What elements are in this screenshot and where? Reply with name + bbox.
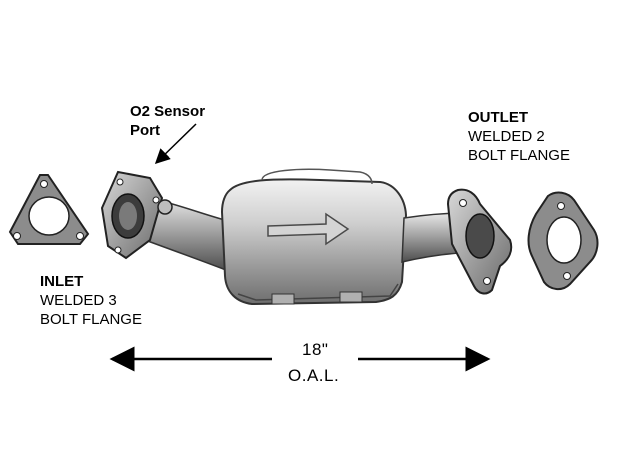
- outlet-flange: [446, 188, 513, 295]
- length-label: O.A.L.: [288, 366, 340, 385]
- length-value: 18": [302, 340, 329, 359]
- inlet-line1: WELDED 3: [40, 292, 117, 309]
- inlet-title: INLET: [40, 273, 84, 290]
- sensor-label-line1: O2 Sensor: [130, 103, 206, 120]
- inlet-line2: BOLT FLANGE: [40, 311, 142, 328]
- outlet-line1: WELDED 2: [468, 128, 545, 145]
- outlet-line2: BOLT FLANGE: [468, 147, 570, 164]
- inlet-flange: [100, 170, 173, 260]
- converter-body: [220, 168, 408, 306]
- inlet-gasket: [8, 174, 90, 245]
- flow-arrow: [267, 212, 350, 246]
- sensor-pointer: [154, 123, 197, 165]
- outlet-gasket: [527, 191, 599, 290]
- sensor-label-line2: Port: [130, 122, 160, 139]
- outlet-title: OUTLET: [468, 109, 528, 126]
